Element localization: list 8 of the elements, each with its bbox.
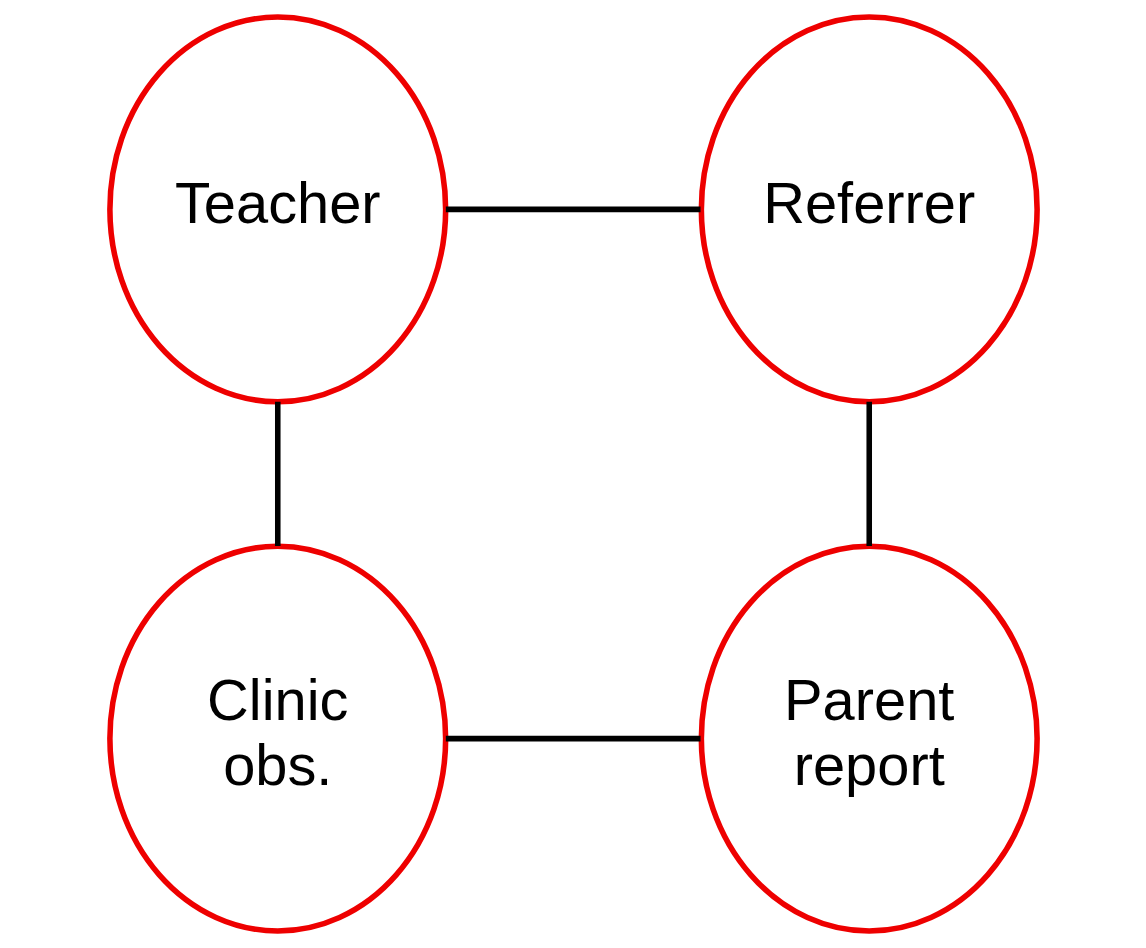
connector xyxy=(865,401,872,546)
connector xyxy=(445,735,701,742)
node-ellipse: Parent report xyxy=(698,543,1040,934)
node-ellipse: Referrer xyxy=(698,14,1040,405)
node-ellipse: Teacher xyxy=(106,14,448,405)
node-ellipse: Clinic obs. xyxy=(106,543,448,934)
connector xyxy=(445,206,701,213)
connector xyxy=(274,401,281,546)
